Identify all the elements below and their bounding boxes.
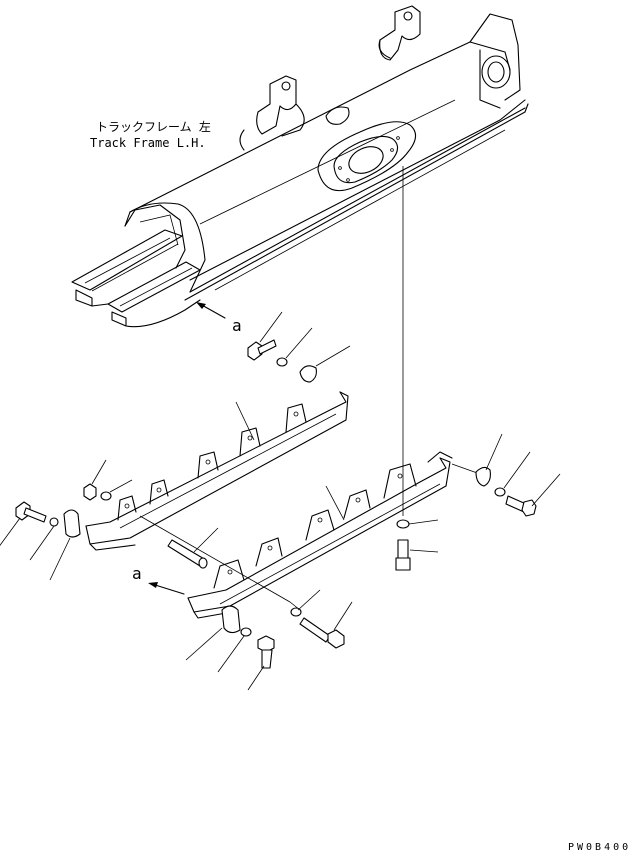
arrow-lower [148, 582, 185, 595]
right-bolt-group [451, 433, 561, 517]
upper-bolt-group [247, 311, 351, 383]
drawing-code: PW0B400 [568, 842, 632, 853]
frame-label-english: Track Frame L.H. [90, 136, 206, 150]
left-bolt-group [0, 459, 133, 581]
reference-mark-upper: a [232, 316, 242, 335]
frame-label-japanese: トラックフレーム 左 [96, 120, 211, 134]
lower-guard [187, 451, 453, 619]
vertical-bolt-group [395, 519, 439, 571]
track-frame [71, 5, 529, 328]
lower-left-bolt-group [185, 605, 275, 691]
pin [139, 515, 291, 603]
lower-bolt-group [289, 589, 353, 649]
reference-mark-lower: a [132, 564, 142, 583]
upper-guard [85, 391, 349, 551]
arrow-to-frame [196, 302, 226, 319]
